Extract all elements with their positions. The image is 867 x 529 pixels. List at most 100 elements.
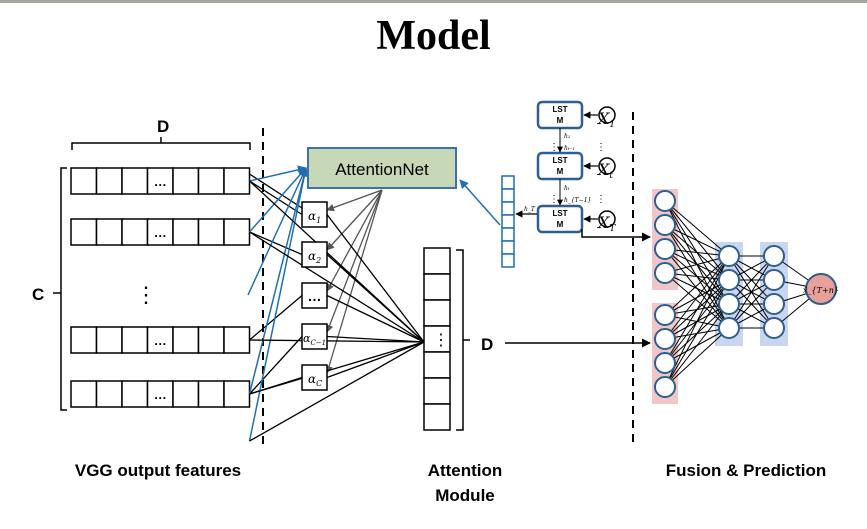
svg-text:αC−1: αC−1 bbox=[303, 332, 326, 347]
input-node bbox=[654, 352, 676, 374]
row-to-vector-line bbox=[249, 339, 425, 343]
vgg-cell bbox=[223, 167, 251, 195]
row-to-vector-line bbox=[249, 341, 425, 442]
input-node bbox=[654, 328, 676, 350]
attended-vector-brace bbox=[456, 249, 470, 431]
alpha-to-vector-line bbox=[326, 254, 425, 343]
hidden-node-layer1 bbox=[718, 245, 740, 267]
nn-edge bbox=[664, 272, 730, 305]
hidden-node-layer2 bbox=[763, 317, 785, 339]
vgg-section-label: VGG output features bbox=[75, 461, 241, 480]
attended-vector-cell bbox=[423, 351, 451, 379]
alpha-1-sub: 1 bbox=[316, 216, 321, 225]
lstm-hT-label: h_T bbox=[524, 206, 536, 213]
lstm-cell-T-label-a: LST bbox=[552, 209, 567, 218]
vgg-vertical-dots: ⋮ bbox=[135, 282, 157, 307]
vgg-cell bbox=[70, 218, 98, 246]
svg-text:XT: XT bbox=[596, 213, 616, 234]
lstm-cell-1-label-a: LST bbox=[552, 105, 567, 114]
vgg-cell bbox=[223, 218, 251, 246]
attended-feature-vector bbox=[423, 247, 451, 431]
hidden-to-attentionnet-arrow bbox=[459, 179, 501, 226]
vgg-cell bbox=[146, 380, 174, 408]
lstm-dots-b: ⋮ bbox=[549, 194, 559, 205]
vgg-cell bbox=[95, 167, 123, 195]
attention-connections bbox=[247, 165, 425, 442]
alpha-to-vector-line bbox=[326, 294, 425, 343]
vgg-cell bbox=[197, 326, 225, 354]
nn-edge bbox=[664, 200, 730, 257]
svg-text:α1: α1 bbox=[308, 209, 321, 225]
alpha-box-c-minus-1: αC−1 bbox=[301, 323, 328, 350]
vgg-cell bbox=[172, 380, 200, 408]
attentionnet-to-alpha-arrow bbox=[326, 189, 383, 251]
vgg-cell bbox=[121, 326, 149, 354]
vgg-cell bbox=[197, 218, 225, 246]
hidden-node-layer1 bbox=[718, 293, 740, 315]
vgg-cell bbox=[121, 167, 149, 195]
lstm-input-xT: XT bbox=[583, 210, 616, 234]
vgg-cell bbox=[70, 326, 98, 354]
alpha-to-vector-line bbox=[326, 341, 425, 379]
vgg-dim-label-d: D bbox=[157, 117, 169, 136]
alpha-2-sub: 2 bbox=[315, 256, 321, 265]
vgg-row-dots: … bbox=[154, 333, 167, 348]
fusion-section: x̂_{T+n} Fusion & Prediction bbox=[652, 189, 839, 480]
vgg-cell bbox=[95, 326, 123, 354]
lstm-cell-1: LST M bbox=[536, 100, 584, 130]
attended-vector-cell bbox=[423, 299, 451, 327]
hidden-node-layer2 bbox=[763, 269, 785, 291]
hidden-vector-cell bbox=[501, 240, 515, 255]
lstm-dots-d: ⋮ bbox=[596, 194, 606, 205]
hidden-vector-cell bbox=[501, 253, 515, 268]
alpha-to-vector-line bbox=[326, 335, 425, 343]
vgg-dim-label-c: C bbox=[32, 285, 44, 304]
vgg-cell bbox=[172, 218, 200, 246]
vgg-row-dots: … bbox=[154, 174, 167, 189]
svg-text:X1: X1 bbox=[596, 109, 615, 130]
attended-vector-cell bbox=[423, 273, 451, 301]
alpha-1-symbol: α bbox=[308, 209, 316, 223]
attended-vector-cell bbox=[423, 403, 451, 431]
row-to-alpha-line bbox=[249, 231, 303, 256]
hidden-vector-cell bbox=[501, 214, 515, 229]
vgg-top-brace bbox=[71, 137, 251, 150]
hidden-node-layer1 bbox=[718, 269, 740, 291]
lstm-cell-t: LST M bbox=[536, 151, 584, 181]
attentionnet-to-alpha-arrow bbox=[325, 189, 383, 333]
row-to-vector-line bbox=[249, 231, 425, 343]
lstm-section: LST M LST M LST M h₁ hₜ₋₁ hₜ h_{T−1} ⋮ ⋮… bbox=[459, 100, 651, 268]
attention-section-label-line1: Attention bbox=[428, 461, 503, 480]
alpha-box-1: α1 bbox=[301, 201, 328, 228]
hidden-vector-cell bbox=[501, 201, 515, 216]
lstm-ht-label: hₜ bbox=[564, 185, 570, 192]
vgg-cell bbox=[172, 167, 200, 195]
row-to-attentionnet-arrow bbox=[247, 167, 307, 296]
row-to-attentionnet-arrow bbox=[249, 165, 307, 182]
row-to-attentionnet-arrow bbox=[248, 167, 307, 233]
hidden-vector-cell bbox=[501, 188, 515, 203]
attentionnet-to-alpha-arrow bbox=[325, 189, 383, 374]
lstm-cell-T-label-b: M bbox=[557, 220, 564, 229]
top-accent-bar bbox=[0, 0, 867, 3]
fusion-section-label: Fusion & Prediction bbox=[666, 461, 827, 480]
lstm-cell-T: LST M bbox=[536, 204, 584, 234]
lstm-input-xt: Xt bbox=[583, 157, 616, 181]
attention-section: AttentionNet α1 α2 … αC−1 αC ⋮ D Attenti… bbox=[247, 147, 651, 505]
lstm-dots-c: ⋮ bbox=[596, 142, 606, 153]
svg-text:α2: α2 bbox=[308, 249, 321, 265]
attentionnet-to-alpha-arrow bbox=[326, 189, 383, 212]
row-to-attentionnet-arrow bbox=[248, 167, 309, 395]
slide-title: Model bbox=[376, 13, 491, 59]
alpha-cm1-symbol: α bbox=[303, 332, 311, 345]
fusion-network-nodes bbox=[654, 190, 785, 398]
lstm-cell-1-label-b: M bbox=[557, 116, 564, 125]
nn-edge bbox=[664, 255, 730, 316]
svg-text:Xt: Xt bbox=[596, 160, 613, 181]
attentionnet-box bbox=[307, 147, 457, 189]
alpha-box-dots: … bbox=[301, 282, 328, 309]
hidden-node-layer1 bbox=[718, 317, 740, 339]
hidden-vector-cell bbox=[501, 227, 515, 242]
nn-edge bbox=[728, 255, 775, 329]
